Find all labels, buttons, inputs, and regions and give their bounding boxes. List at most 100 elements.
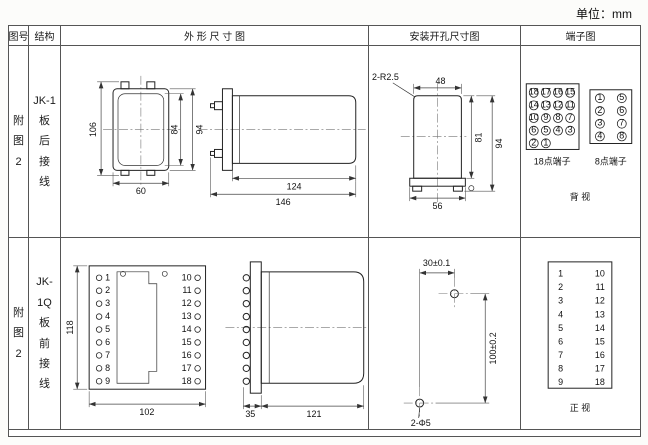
svg-text:14: 14: [595, 323, 605, 333]
svg-text:10: 10: [182, 272, 192, 282]
svg-text:7: 7: [105, 350, 110, 360]
jk1q-side-view: [225, 261, 368, 394]
svg-text:9: 9: [105, 376, 110, 386]
svg-text:5: 5: [558, 323, 563, 333]
svg-text:4: 4: [556, 125, 561, 135]
svg-text:15: 15: [565, 87, 575, 97]
view-label-rear: 背 视: [570, 191, 590, 202]
dim-cutout-height-inner: 81: [473, 133, 483, 143]
svg-text:4: 4: [105, 311, 110, 321]
dim-front-width: 102: [139, 407, 154, 417]
dim-cutout-height-outer: 94: [494, 138, 504, 148]
hole-size-note: 2-Φ5: [411, 418, 431, 428]
svg-text:10: 10: [529, 112, 539, 122]
dimension-table: 图号 结构 外 形 尺 寸 图 安装开孔尺寸图 端子图 附 图 2 JK-1 板…: [8, 25, 641, 437]
svg-text:3: 3: [568, 125, 573, 135]
svg-text:2: 2: [597, 105, 602, 115]
svg-text:6: 6: [558, 336, 563, 346]
svg-text:11: 11: [596, 282, 605, 292]
header-structure: 结构: [29, 26, 61, 46]
label-8pt-terminal: 8点端子: [595, 155, 627, 166]
svg-text:1: 1: [105, 272, 110, 282]
unit-label: 单位：mm: [576, 7, 632, 21]
svg-text:15: 15: [595, 336, 605, 346]
dim-inner-height: 84: [170, 125, 180, 135]
svg-text:10: 10: [595, 269, 605, 279]
svg-text:14: 14: [529, 99, 539, 109]
svg-text:4: 4: [597, 130, 602, 140]
jk1-mounting-dimensions: 2-R2.5 48 81 94 5: [372, 72, 504, 211]
dim-body-length: 124: [287, 181, 302, 191]
dim-overall-height: 106: [88, 122, 98, 137]
svg-text:12: 12: [595, 296, 605, 306]
mounting-drawing-jk1q: 30±0.1 100±0.2 2-Φ5: [403, 258, 498, 428]
svg-text:12: 12: [182, 298, 192, 308]
svg-text:5: 5: [543, 125, 548, 135]
row2-structure: JK-1Q 板 前 接 线: [29, 238, 61, 430]
svg-text:16: 16: [182, 350, 192, 360]
jk1q-front-dimensions: 118 102: [65, 265, 206, 417]
svg-text:2: 2: [531, 137, 536, 147]
corner-radius-note: 2-R2.5: [372, 72, 399, 82]
dim-cutout-width-bottom: 56: [433, 201, 443, 211]
svg-text:8: 8: [558, 363, 563, 373]
svg-text:8: 8: [105, 363, 110, 373]
row1-fig-no: 附 图 2: [9, 46, 29, 238]
row2-fig-no: 附 图 2: [9, 238, 29, 430]
row1-mounting-cell: 2-R2.5 48 81 94 5: [369, 46, 521, 238]
table-footer-strip: [9, 430, 640, 436]
svg-text:9: 9: [558, 377, 563, 387]
svg-text:17: 17: [182, 363, 192, 373]
svg-text:1: 1: [597, 92, 602, 102]
svg-text:7: 7: [568, 112, 573, 122]
svg-text:7: 7: [558, 350, 563, 360]
dim-side-body-length: 121: [307, 409, 322, 419]
header-terminal: 端子图: [521, 26, 640, 46]
svg-text:4: 4: [558, 309, 563, 319]
row2-mounting-cell: 30±0.1 100±0.2 2-Φ5: [369, 238, 521, 430]
svg-text:14: 14: [182, 324, 192, 334]
jk1-front-view: [103, 75, 183, 186]
svg-text:7: 7: [619, 118, 624, 128]
terminal-block-18: [525, 83, 580, 150]
dim-front-width: 60: [136, 186, 146, 196]
svg-text:11: 11: [182, 285, 191, 295]
svg-text:1: 1: [543, 137, 548, 147]
row1-structure: JK-1 板 后 接 线: [29, 46, 61, 238]
svg-text:2: 2: [558, 282, 563, 292]
svg-text:8: 8: [619, 130, 624, 140]
dim-total-length: 146: [276, 197, 291, 207]
svg-text:16: 16: [553, 87, 563, 97]
svg-text:6: 6: [531, 125, 536, 135]
dim-cutout-width-top: 48: [436, 76, 446, 86]
svg-text:5: 5: [105, 324, 110, 334]
mounting-drawing-jk1: 2-R2.5 48 81 94 5: [372, 72, 504, 211]
svg-text:3: 3: [105, 298, 110, 308]
svg-text:18: 18: [529, 87, 539, 97]
svg-text:2: 2: [105, 285, 110, 295]
svg-text:13: 13: [182, 311, 192, 321]
jk1q-side-studs: [242, 274, 251, 385]
header-outline: 外 形 尺 寸 图: [61, 26, 369, 46]
view-label-front: 正 视: [570, 402, 590, 413]
svg-text:16: 16: [595, 350, 605, 360]
jk1q-mounting-dimensions: 30±0.1 100±0.2 2-Φ5: [411, 258, 498, 428]
outline-drawing-jk1: 106 84 94 60: [88, 75, 366, 207]
jk1q-mounting-holes: [403, 277, 471, 419]
jk1-cutout-shape: [400, 81, 475, 204]
dim-hole-spacing-vertical: 100±0.2: [488, 332, 498, 364]
svg-text:13: 13: [541, 99, 551, 109]
jk1-side-view: [198, 88, 366, 171]
svg-text:3: 3: [558, 296, 563, 306]
svg-text:17: 17: [541, 87, 551, 97]
